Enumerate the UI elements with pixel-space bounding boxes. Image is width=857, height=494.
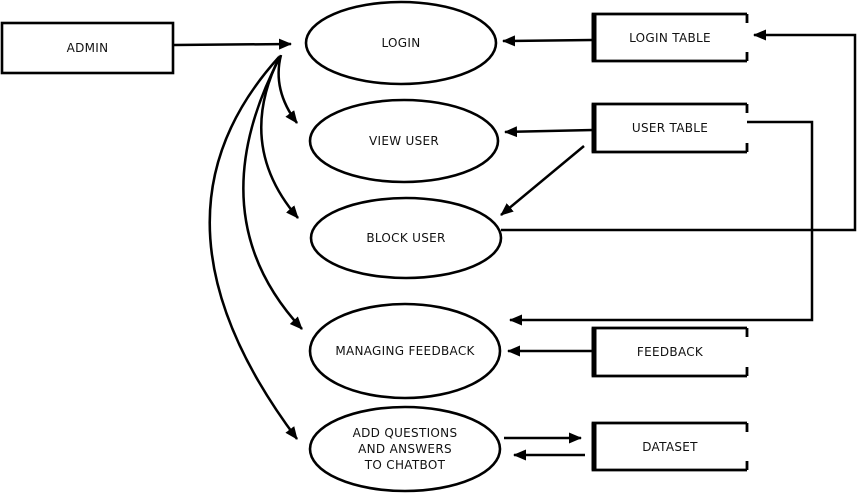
user-table-store-shape [591,102,749,154]
login-process-ellipse [304,0,498,86]
edge-user-table-to-view-user [504,126,594,138]
login-table-store-shape [591,12,749,63]
add-questions-process-label: ADD QUESTIONS AND ANSWERS TO CHATBOT [352,426,458,472]
edge-admin-to-managing-feedback [242,56,303,330]
edge-user-table-to-managing-feedback [509,120,814,326]
managing-feedback-process-ellipse [308,302,502,400]
edge-user-table-to-block-user [500,145,585,216]
edge-admin-to-view-user [277,54,298,124]
login-table-store-label: LOGIN TABLE [629,30,711,45]
edge-block-user-to-login-table [501,29,857,232]
login-process-label: LOGIN [381,36,421,50]
admin-entity-box [0,21,175,75]
admin-entity-label: ADMIN [66,41,109,55]
block-user-process-ellipse [309,196,503,280]
feedback-store-label: FEEDBACK [636,345,704,359]
dataset-store-shape [591,421,749,472]
user-table-store-label: USER TABLE [631,121,709,135]
feedback-store-shape [591,326,749,378]
view-user-process-ellipse [308,98,500,184]
edge-login-table-to-login [502,35,593,47]
managing-feedback-process-label: MANAGING FEEDBACK [335,344,475,358]
block-user-process-label: BLOCK USER [366,231,446,245]
edge-admin-to-login [173,38,292,50]
edge-admin-to-add-questions [208,56,299,440]
add-questions-process-ellipse [308,405,502,493]
dataset-store-label: DATASET [642,439,698,454]
view-user-process-label: VIEW USER [368,134,440,148]
